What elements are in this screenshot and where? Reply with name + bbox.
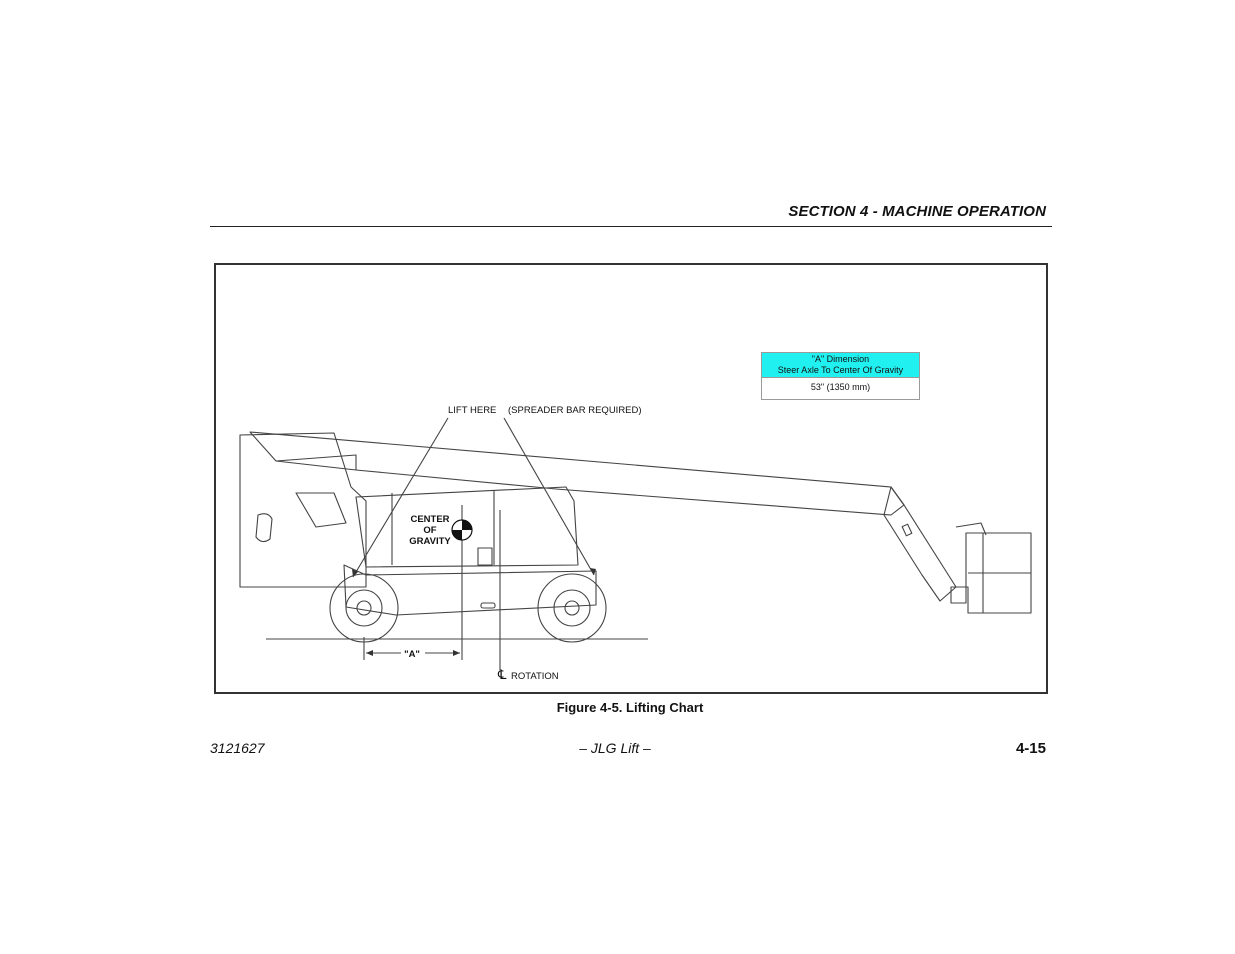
lift-here-label: LIFT HERE [448,405,496,416]
counterweight [239,432,367,588]
dimension-table-value: 53" (1350 mm) [762,378,919,399]
center-of-gravity-icon [451,519,473,541]
control-box [955,522,987,536]
dimension-table-header-line1: "A" Dimension [811,354,870,364]
platform-basket [950,532,1032,614]
centerline-icon: ℄ [497,667,507,682]
rear-slot [255,513,273,543]
footer-title: – JLG Lift – [579,740,651,756]
figure-caption: Figure 4-5. Lifting Chart [214,700,1056,715]
a-dimension-marker: "A" [404,649,420,660]
spreader-bar-label: (SPREADER BAR REQUIRED) [508,405,642,416]
rotation-post [477,547,493,566]
section-title: SECTION 4 - MACHINE OPERATION [788,203,1046,220]
lift-leader-rear [352,417,449,578]
turntable-bracket [295,492,347,528]
boom-lift-diagram: LIFT HERE (SPREADER BAR REQUIRED) CENTER… [239,405,1032,682]
lifting-chart-figure: LIFT HERE (SPREADER BAR REQUIRED) CENTER… [214,263,1048,694]
rotation-label: ROTATION [511,671,559,682]
dimension-table-header-line2: Steer Axle To Center Of Gravity [777,365,904,375]
lift-leader-front [503,417,595,576]
dimension-table-header: "A" Dimension Steer Axle To Center Of Gr… [762,353,919,378]
chassis-body [355,486,579,568]
document-number: 3121627 [210,740,265,756]
rear-wheel [329,573,399,643]
cg-label-center: CENTER [410,514,449,525]
cg-label-of: OF [423,525,436,536]
section-header: SECTION 4 - MACHINE OPERATION [210,200,1052,227]
front-wheel [537,573,607,643]
cg-label-gravity: GRAVITY [409,536,451,547]
jib-arm [883,486,957,602]
figure-caption-text: Figure 4-5. Lifting Chart [556,700,704,715]
jib-slot [901,523,913,537]
main-boom [249,431,905,516]
boom-pivot [275,454,357,470]
a-dimension-table: "A" Dimension Steer Axle To Center Of Gr… [761,352,920,400]
page-number: 4-15 [1015,740,1046,757]
